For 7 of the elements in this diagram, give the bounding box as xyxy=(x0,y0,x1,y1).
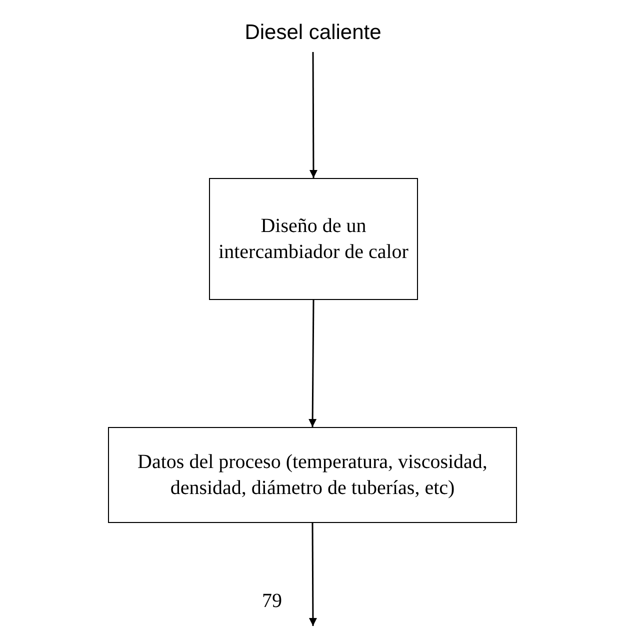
arrow xyxy=(308,523,317,626)
arrow xyxy=(308,300,317,427)
process-box: Datos del proceso (temperatura, viscosidad, densidad, diámetro de tuberías, etc) xyxy=(108,427,517,523)
start-label: Diesel caliente xyxy=(244,20,382,46)
process-box: Diseño de un intercambiador de calor xyxy=(209,178,418,300)
page-number: 79 xyxy=(262,590,282,613)
arrow xyxy=(309,52,318,178)
